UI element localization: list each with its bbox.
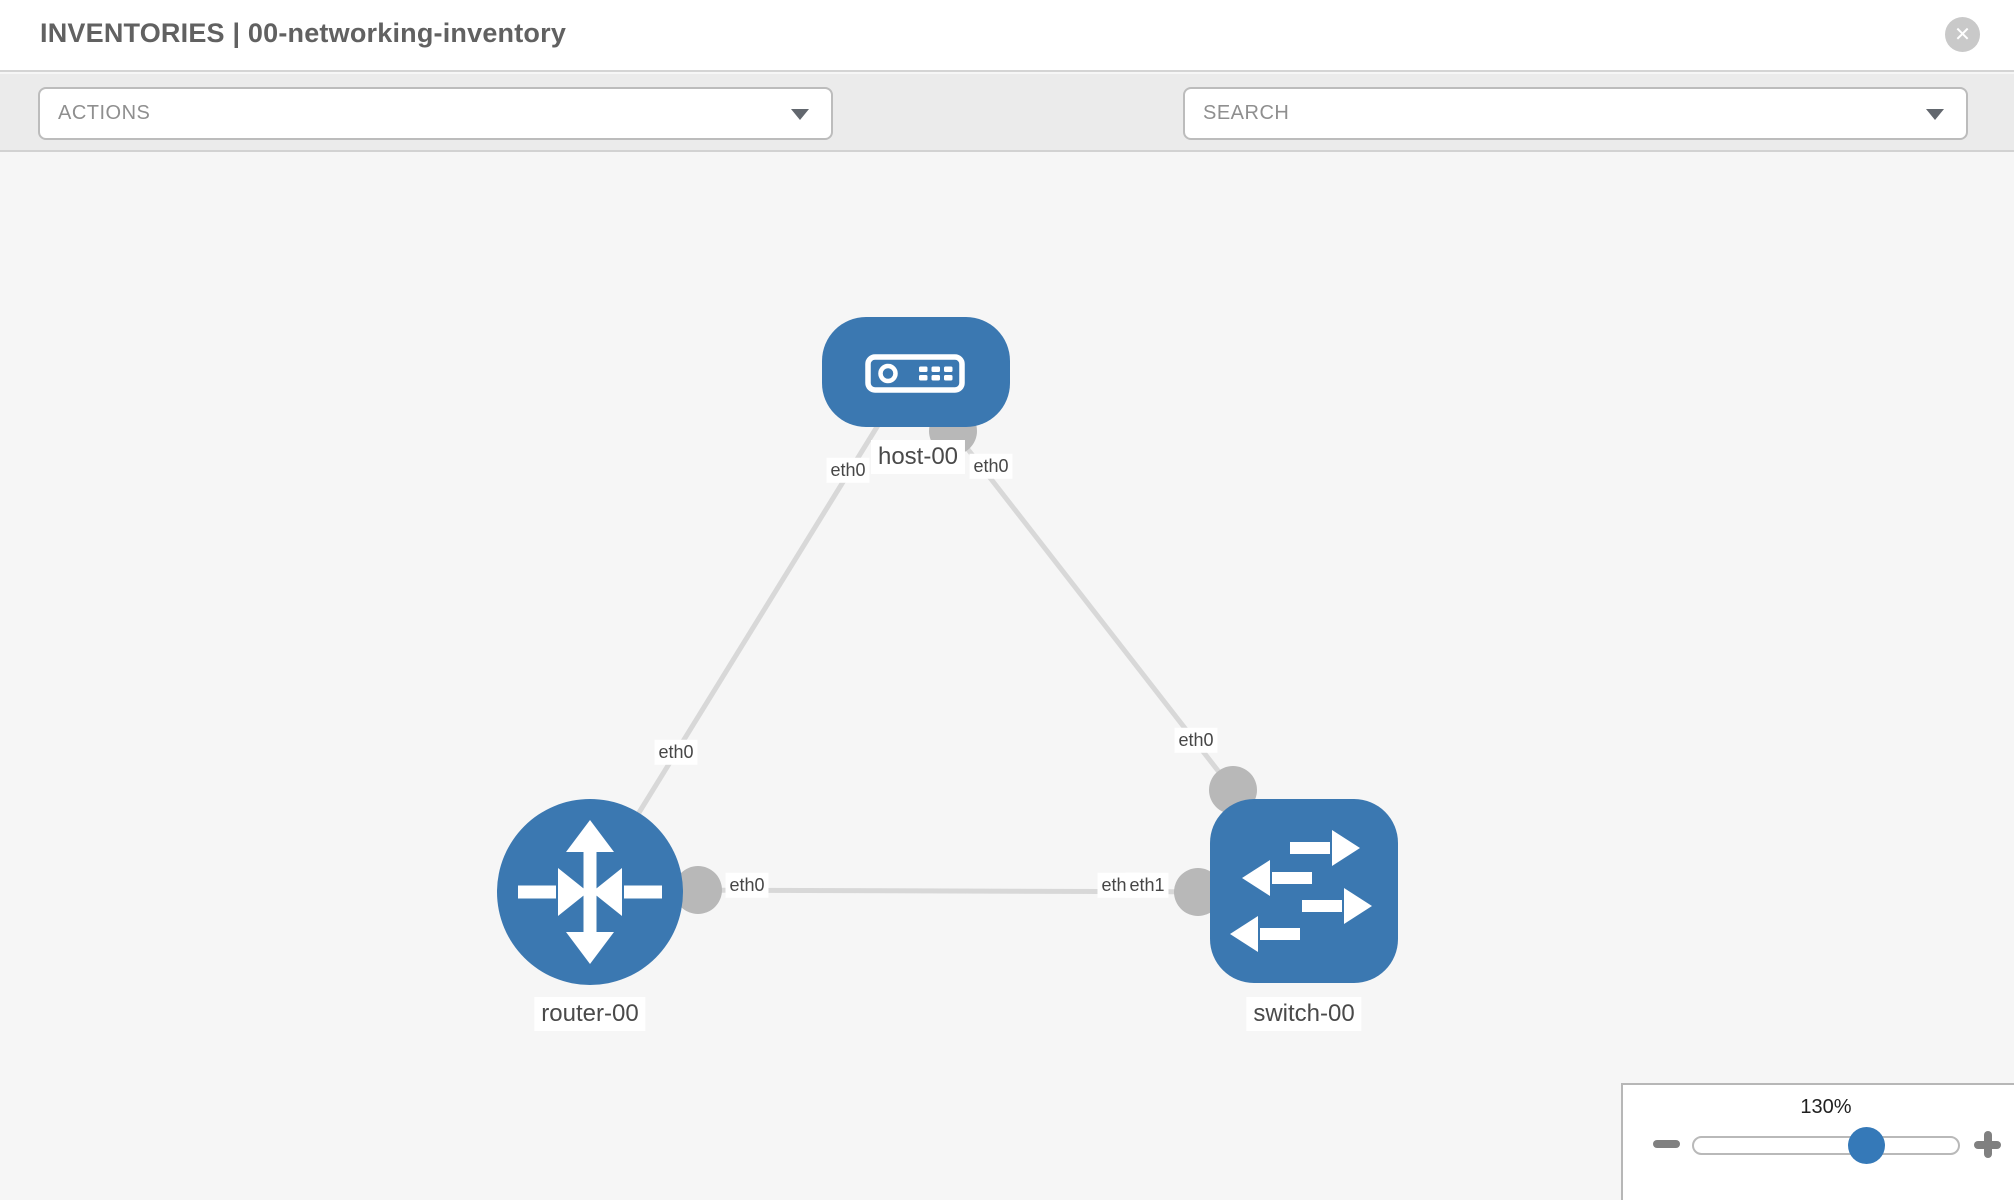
topology-canvas[interactable]: [0, 152, 2014, 1200]
close-icon: ✕: [1954, 23, 1971, 46]
host-icon: [865, 354, 965, 393]
iface-label: eth0: [654, 739, 698, 765]
iface-label: eth1: [1125, 872, 1169, 898]
router-icon: [518, 820, 662, 964]
link-lines: [587, 405, 1236, 895]
close-button[interactable]: ✕: [1945, 17, 1980, 52]
zoom-out-icon[interactable]: [1653, 1140, 1680, 1148]
chevron-down-icon: [791, 108, 809, 120]
node-label-router-00: router-00: [534, 997, 646, 1031]
port-circles: [674, 407, 1257, 916]
node-router-00[interactable]: [497, 799, 683, 985]
zoom-level-value: 130%: [1800, 1096, 1852, 1118]
toolbar: ACTIONS SEARCH: [0, 74, 2014, 206]
actions-dropdown-label: ACTIONS: [58, 102, 151, 124]
iface-label: eth0: [1174, 727, 1218, 753]
switch-icon: [1230, 830, 1372, 952]
header-bar: INVENTORIES | 00-networking-inventory ✕: [0, 0, 2014, 72]
page-title: INVENTORIES | 00-networking-inventory: [40, 18, 567, 48]
iface-label: eth0: [725, 872, 769, 898]
node-host-00[interactable]: [822, 317, 1010, 427]
node-label-switch-00: switch-00: [1246, 997, 1362, 1031]
port-router-eth0: [674, 866, 722, 914]
actions-dropdown[interactable]: ACTIONS: [38, 87, 833, 140]
node-switch-00[interactable]: [1210, 799, 1398, 983]
chevron-down-icon: [1926, 108, 1944, 120]
zoom-slider-handle[interactable]: [1848, 1127, 1885, 1164]
iface-label: eth0: [826, 457, 870, 483]
topology-graph: [497, 317, 1398, 985]
node-label-host-00: host-00: [870, 440, 966, 474]
zoom-in-icon[interactable]: [1974, 1131, 2001, 1158]
search-input[interactable]: SEARCH: [1203, 102, 1290, 124]
zoom-slider[interactable]: [1692, 1127, 1960, 1164]
search-dropdown[interactable]: SEARCH: [1183, 87, 1968, 140]
iface-label: eth0: [969, 453, 1013, 479]
zoom-control-panel: 130%: [1621, 1083, 2014, 1200]
